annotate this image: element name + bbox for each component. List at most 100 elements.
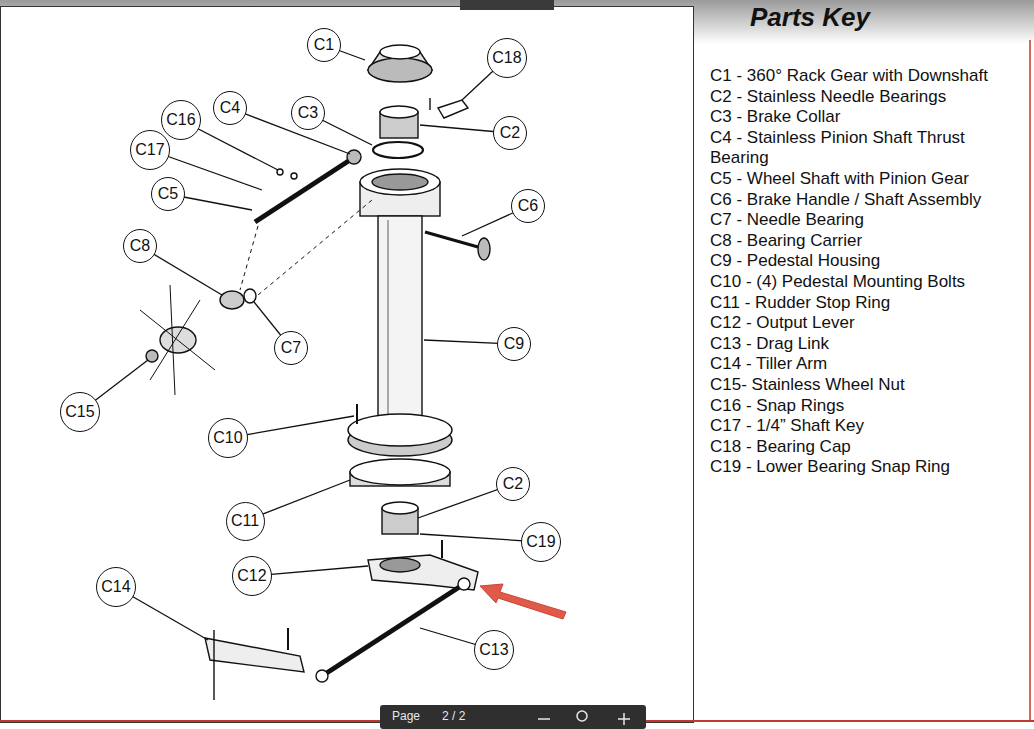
callout-number: C16: [166, 112, 195, 128]
callout-number: C2: [503, 476, 523, 492]
key-entry: C19 - Lower Bearing Snap Ring: [710, 457, 1020, 478]
callout-circle: C2: [493, 116, 527, 150]
key-entry: C15- Stainless Wheel Nut: [710, 375, 1020, 396]
callout-circle: C17: [130, 130, 170, 170]
rack-gear: [368, 58, 432, 82]
rack-gear: [380, 45, 420, 59]
stop-ring: [350, 459, 450, 485]
callout-number: C4: [220, 100, 240, 116]
page-toolbar: [380, 705, 646, 729]
pinion-gear: [347, 150, 361, 164]
wheel-spoke: [170, 285, 175, 395]
output-lever: [368, 555, 478, 590]
key-title: Parts Key: [750, 2, 870, 33]
callout-number: C13: [479, 642, 508, 658]
callout-circle: C7: [274, 331, 308, 365]
needle-bearing: [380, 106, 418, 118]
leader-lines: [80, 45, 541, 650]
key-entry: C17 - 1/4” Shaft Key: [710, 416, 1020, 437]
key-entry: C3 - Brake Collar: [710, 107, 1020, 128]
key-entry: C7 - Needle Bearing: [710, 210, 1020, 231]
cap-screw: [429, 98, 430, 110]
drag-link: [322, 584, 464, 676]
base-flange: [348, 414, 452, 446]
callout-circle: C14: [96, 567, 136, 607]
callout-circle: C10: [208, 418, 248, 458]
callout-number: C19: [526, 534, 555, 550]
key-entry: C18 - Bearing Cap: [710, 437, 1020, 458]
callout-number: C9: [504, 336, 524, 352]
callout-circle: C5: [151, 177, 185, 211]
brake-collar: [373, 142, 423, 158]
pedestal-head: [360, 169, 440, 195]
callout-circle: C11: [226, 502, 265, 541]
callout-number: C10: [213, 430, 242, 446]
callout-number: C12: [237, 568, 266, 584]
key-entry: C16 - Snap Rings: [710, 396, 1020, 417]
top-tab: [460, 0, 554, 10]
leader-line: [230, 108, 350, 154]
zoom-icon: [577, 711, 587, 721]
parts-key: C1 - 360° Rack Gear with DownshaftC2 - S…: [710, 66, 1020, 478]
key-entry: C5 - Wheel Shaft with Pinion Gear: [710, 169, 1020, 190]
zoom-in-icon: [623, 713, 625, 725]
snap-ring: [291, 173, 297, 179]
wheel-spoke: [150, 300, 200, 380]
callout-number: C7: [281, 340, 301, 356]
callout-circle: C1: [307, 28, 341, 62]
tiller-arm: [205, 638, 304, 672]
callout-circle: C4: [213, 91, 247, 125]
key-entry: C10 - (4) Pedestal Mounting Bolts: [710, 272, 1020, 293]
callout-number: C1: [314, 37, 334, 53]
callout-number: C11: [231, 513, 259, 529]
needle-bearing: [382, 502, 418, 514]
key-entry: C1 - 360° Rack Gear with Downshaft: [710, 66, 1020, 87]
callout-circle: C12: [232, 556, 272, 596]
key-entry: C11 - Rudder Stop Ring: [710, 293, 1020, 314]
page-indicator: Page: [392, 709, 420, 723]
tiller-bolt: [287, 628, 289, 650]
parts: [140, 45, 490, 700]
output-lever: [380, 558, 420, 572]
callout-number: C18: [492, 50, 521, 66]
callout-circle: C16: [161, 100, 201, 140]
key-entry: C12 - Output Lever: [710, 313, 1020, 334]
callout-number: C6: [518, 198, 538, 214]
callout-circle: C15: [60, 392, 100, 432]
callout-circle: C8: [123, 229, 157, 263]
callout-number: C17: [135, 142, 164, 158]
pointer-arrow: [480, 584, 566, 619]
key-entry: C8 - Bearing Carrier: [710, 231, 1020, 252]
callout-number: C8: [130, 238, 150, 254]
callout-circle: C13: [474, 630, 514, 670]
mount-bolt: [356, 404, 358, 424]
callout-number: C14: [101, 579, 130, 595]
callout-circle: C18: [487, 38, 527, 78]
callout-circle: C3: [291, 96, 325, 130]
wheel-spoke: [140, 310, 215, 370]
page-indicator: 2 / 2: [442, 709, 465, 723]
callout-circle: C19: [521, 522, 561, 562]
bearing-cap: [438, 100, 468, 118]
callout-number: C15: [65, 404, 94, 420]
key-entry: C9 - Pedestal Housing: [710, 251, 1020, 272]
needle-bearing: [244, 289, 256, 303]
key-entry: C13 - Drag Link: [710, 334, 1020, 355]
key-entry: C4 - Stainless Pinion Shaft Thrust Beari…: [710, 128, 1020, 169]
key-entry: C2 - Stainless Needle Bearings: [710, 87, 1020, 108]
drag-link: [458, 578, 470, 590]
axis-line: [252, 200, 372, 300]
drawing-panel: [1, 7, 694, 723]
wheel-shaft: [255, 160, 350, 222]
key-entry: C6 - Brake Handle / Shaft Assembly: [710, 190, 1020, 211]
callout-number: C3: [298, 105, 318, 121]
brake-handle: [425, 232, 478, 247]
tube-shade: [387, 220, 388, 418]
drag-link: [316, 670, 328, 682]
callout-number: C5: [158, 186, 178, 202]
pedestal-tube: [378, 216, 422, 422]
axis-line: [240, 226, 258, 290]
bearing-carrier: [220, 291, 244, 309]
callout-circle: C2: [496, 467, 530, 501]
